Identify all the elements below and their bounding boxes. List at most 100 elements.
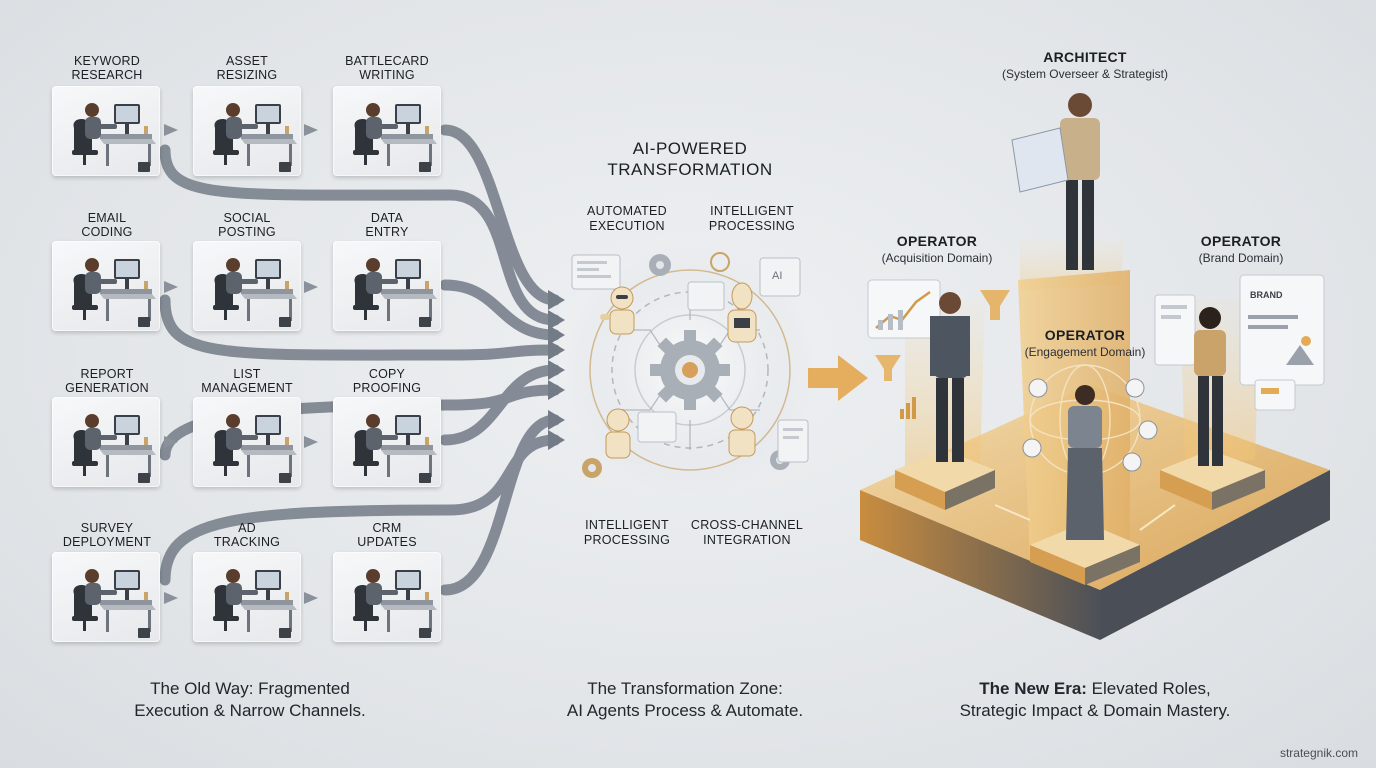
- flow-arrow: [439, 414, 561, 596]
- desk-worker-illustration: [213, 103, 297, 172]
- task-card: [52, 552, 160, 642]
- desk-worker-illustration: [213, 569, 297, 638]
- mug-icon: [425, 437, 429, 445]
- robot-agent: [727, 282, 757, 343]
- flow-arrow: [159, 434, 561, 586]
- flow-arrow: [159, 144, 561, 326]
- chevron-right-icon: [164, 281, 178, 293]
- chevron-right-icon: [304, 281, 318, 293]
- pedestal: [1160, 450, 1265, 510]
- chevron-right-icon: [164, 592, 178, 604]
- chevron-right-icon: [304, 124, 318, 136]
- desk-worker-illustration: [353, 569, 437, 638]
- task-card: [52, 86, 160, 176]
- worker-head: [226, 258, 240, 272]
- desk-worker-illustration: [213, 258, 297, 327]
- desk-worker-illustration: [213, 414, 297, 483]
- mug-icon: [144, 592, 148, 600]
- watermark: strategnik.com: [1279, 746, 1358, 760]
- operator-acquisition-subtitle: (Acquisition Domain): [881, 251, 993, 265]
- arrowhead: [548, 340, 565, 360]
- task-card: [193, 397, 301, 487]
- gear-icon: [582, 458, 602, 478]
- brand-panel-left: [1154, 294, 1196, 366]
- bag-icon: [279, 628, 291, 638]
- pedestal: [895, 450, 995, 510]
- desk-worker-illustration: [72, 258, 156, 327]
- worker-head: [85, 414, 99, 428]
- architect-subtitle: (System Overseer & Strategist): [1001, 67, 1169, 81]
- bag-icon: [138, 628, 150, 638]
- worker-body: [226, 428, 242, 450]
- funnel-icon: [875, 355, 901, 381]
- gear-icon: [649, 254, 671, 276]
- gear-icon: [650, 330, 730, 410]
- bag-icon: [138, 162, 150, 172]
- user-node-icon: [1028, 378, 1048, 398]
- mug-icon: [425, 126, 429, 134]
- arrowhead: [548, 360, 565, 380]
- operator-engagement-subtitle: (Engagement Domain): [1024, 345, 1146, 359]
- task-card: [333, 86, 441, 176]
- worker-body: [85, 117, 101, 139]
- worker-head: [366, 414, 380, 428]
- note-card: [1254, 379, 1296, 411]
- worker-body: [366, 583, 382, 605]
- arrowhead: [548, 410, 565, 430]
- platform-side-left: [860, 490, 1100, 640]
- operator-brand-figure: [1194, 307, 1226, 466]
- worker-head: [366, 258, 380, 272]
- worker-body: [226, 583, 242, 605]
- operator-engagement-figure: [1066, 385, 1104, 540]
- mug-icon: [425, 592, 429, 600]
- bag-icon: [138, 473, 150, 483]
- bag-icon: [419, 628, 431, 638]
- worker-body: [85, 428, 101, 450]
- floating-screen: [777, 419, 809, 463]
- user-node-icon: [1022, 438, 1042, 458]
- task-card: [52, 397, 160, 487]
- task-card: [333, 397, 441, 487]
- worker-head: [226, 414, 240, 428]
- desk-worker-illustration: [353, 103, 437, 172]
- brand-board: [1239, 274, 1325, 386]
- operator-acquisition-title: OPERATOR: [896, 233, 978, 249]
- task-card: [333, 552, 441, 642]
- robot-agent: [605, 408, 631, 459]
- mug-icon: [425, 281, 429, 289]
- chevron-right-icon: [304, 592, 318, 604]
- worker-head: [85, 103, 99, 117]
- desk-worker-illustration: [72, 414, 156, 483]
- worker-body: [85, 272, 101, 294]
- brand-board-text: BRAND: [1250, 290, 1283, 300]
- arrowhead: [548, 290, 565, 310]
- floating-screen: [637, 411, 677, 443]
- desk-worker-illustration: [353, 258, 437, 327]
- flow-arrow: [439, 279, 561, 341]
- desk-worker-illustration: [72, 569, 156, 638]
- user-node-icon: [1125, 378, 1145, 398]
- robot-agent: [728, 406, 756, 457]
- user-node-icons: [1022, 378, 1158, 472]
- floating-screen: [687, 281, 725, 311]
- arrowhead: [548, 310, 565, 330]
- worker-body: [366, 117, 382, 139]
- operator-acquisition-figure: [930, 292, 970, 462]
- arrowhead: [548, 430, 565, 450]
- operator-brand-subtitle: (Brand Domain): [1198, 251, 1284, 265]
- worker-head: [85, 569, 99, 583]
- architect-title: ARCHITECT: [1043, 49, 1127, 65]
- mug-icon: [144, 126, 148, 134]
